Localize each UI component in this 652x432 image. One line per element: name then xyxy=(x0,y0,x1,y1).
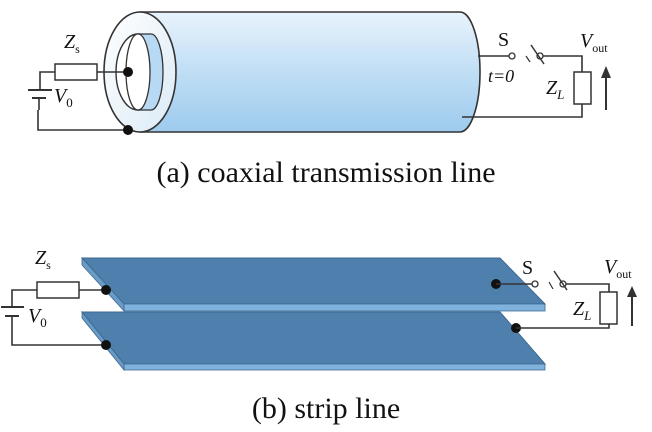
coax-switch-blade xyxy=(530,44,545,65)
strip-vout-label: Vout xyxy=(604,256,632,281)
coax-load-resistor xyxy=(573,71,592,105)
coax-inner-terminal xyxy=(123,67,133,77)
strip-caption: (b) strip line xyxy=(251,392,401,425)
coax-zs-label: Zs xyxy=(64,31,80,56)
coax-t0-label: t=0 xyxy=(488,66,514,86)
coax-switch-contact-left xyxy=(508,52,516,60)
strip-vout-arrowhead xyxy=(627,286,637,297)
strip-load-resistor xyxy=(599,291,618,325)
strip-lower-plate xyxy=(80,311,547,365)
strip-switch-contact-left xyxy=(531,280,539,288)
coax-diagram: Zs V0 S t=0 ZL Vout xyxy=(28,11,611,135)
strip-switch-arrow xyxy=(548,281,554,290)
coax-source-wire xyxy=(37,71,128,131)
coax-v0-label: V0 xyxy=(54,85,73,110)
strip-switch-blade xyxy=(553,270,568,291)
coax-vout-label: Vout xyxy=(580,30,608,55)
strip-load-wire xyxy=(496,283,610,329)
coax-switch-arrow xyxy=(525,55,531,63)
strip-zs-label: Zs xyxy=(35,247,51,272)
strip-zl-label: ZL xyxy=(573,298,591,323)
strip-v0-label: V0 xyxy=(28,305,47,330)
coax-cable-body xyxy=(139,11,481,133)
coax-zl-label: ZL xyxy=(546,77,564,102)
strip-battery-icon xyxy=(1,306,24,325)
coax-outer-terminal xyxy=(123,125,133,135)
strip-upper-plate-edge xyxy=(123,303,546,312)
coax-switch-label: S xyxy=(498,29,509,51)
strip-switch-label: S xyxy=(522,257,533,279)
coax-vout-arrowhead xyxy=(601,66,611,78)
strip-upper-source-terminal xyxy=(101,285,111,295)
coax-load-wire xyxy=(462,55,583,118)
strip-source-wire xyxy=(11,289,104,346)
strip-lower-plate-edge xyxy=(123,363,546,371)
coax-source-resistor xyxy=(54,63,98,81)
coax-caption: (a) coaxial transmission line xyxy=(156,156,496,189)
strip-source-resistor xyxy=(36,281,80,299)
coax-battery-icon xyxy=(28,89,52,110)
strip-upper-plate xyxy=(80,257,547,305)
strip-lower-source-terminal xyxy=(101,340,111,350)
strip-diagram: Zs V0 S ZL Vout xyxy=(1,247,637,372)
